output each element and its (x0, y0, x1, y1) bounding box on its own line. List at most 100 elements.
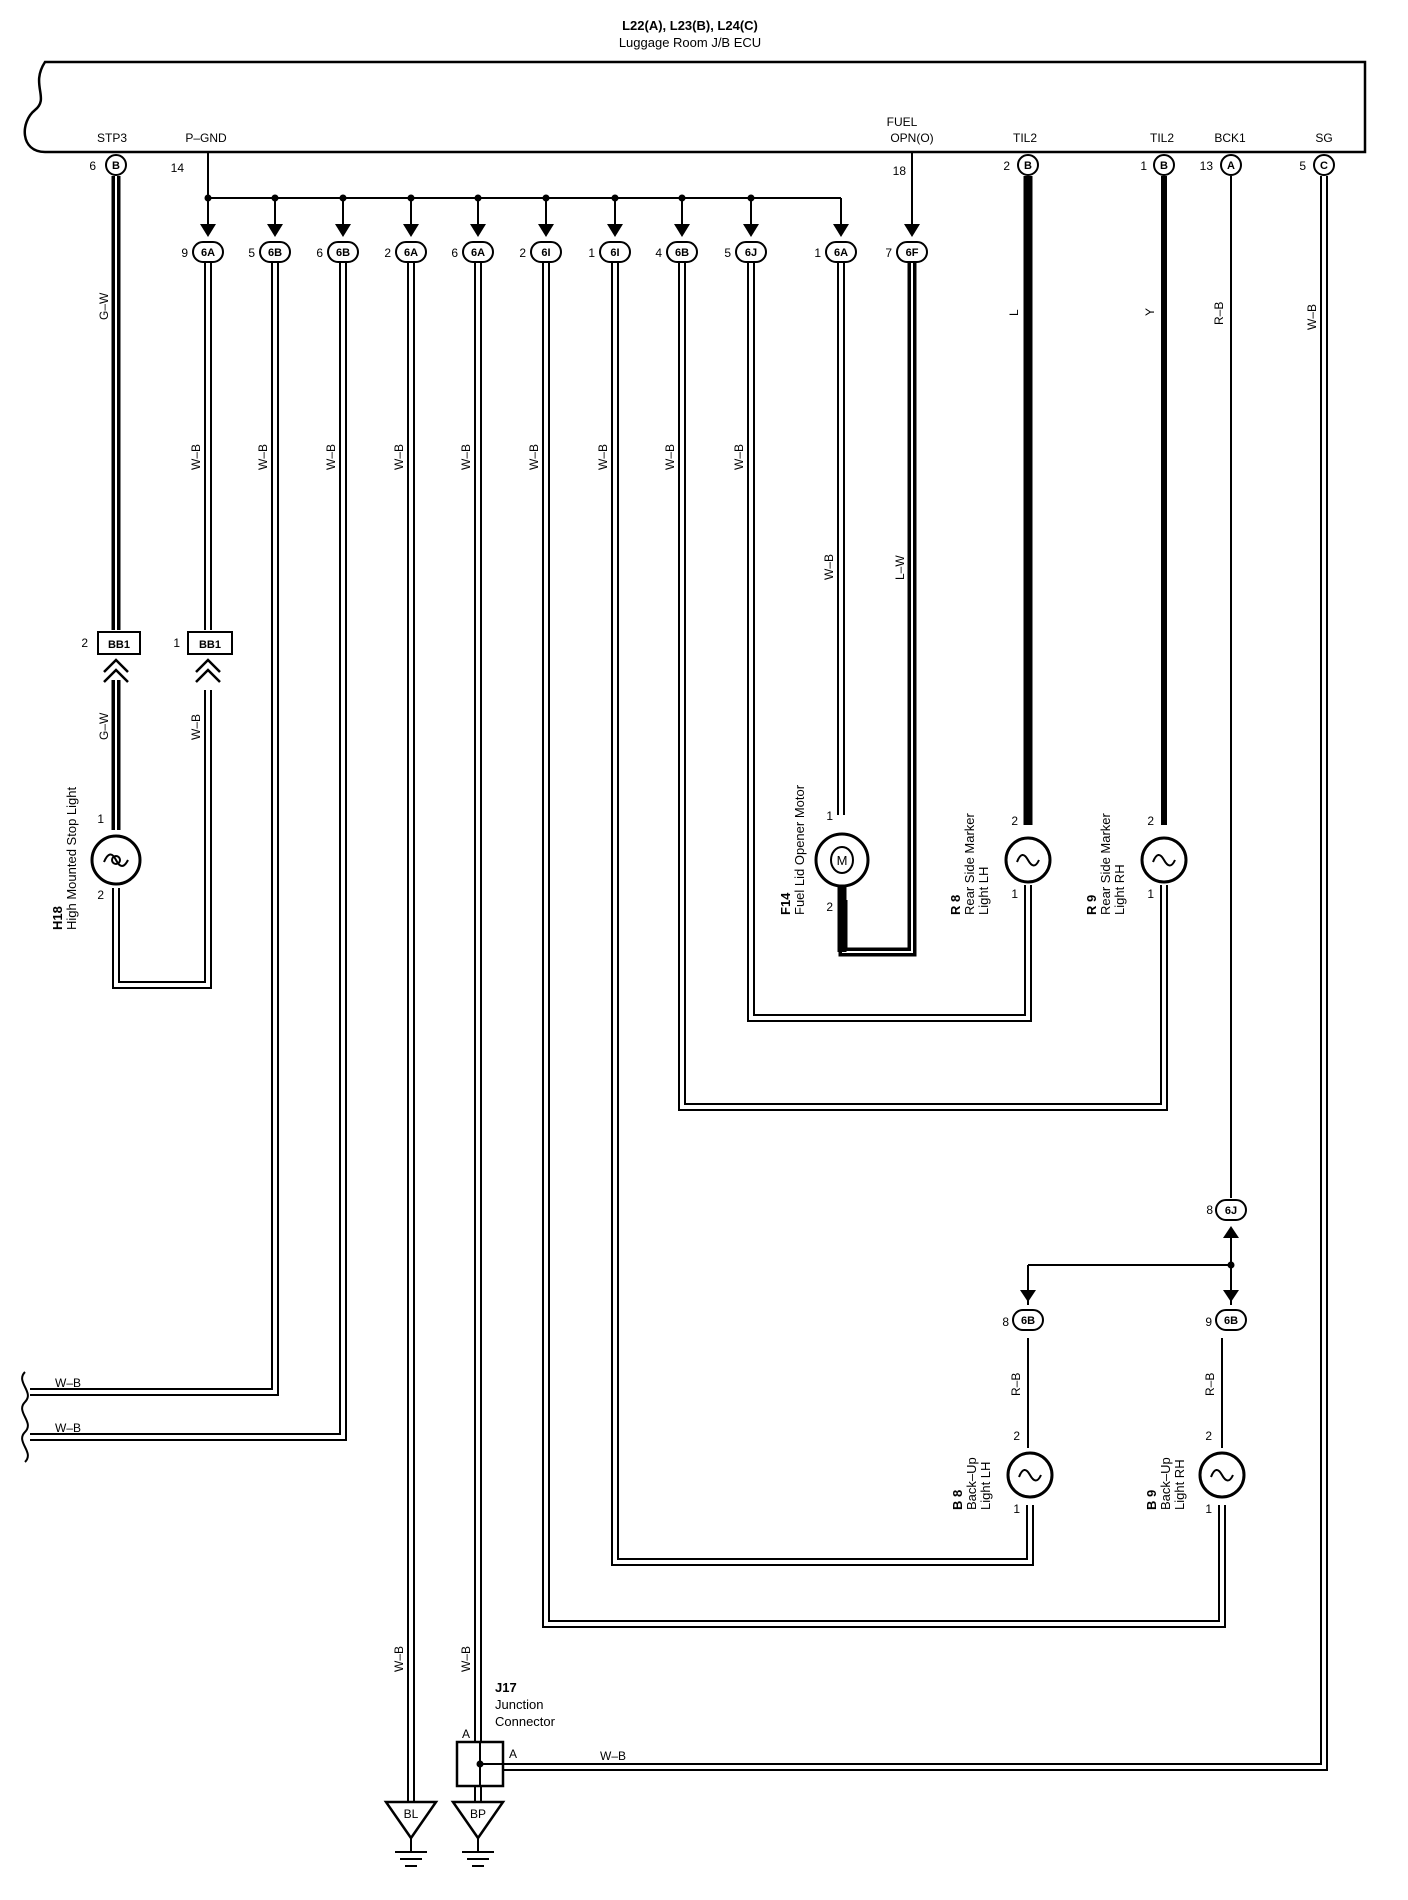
label-wb-left-2: W–B (55, 1421, 81, 1435)
connector-tag: 6A (404, 247, 418, 259)
connector-arrow (833, 224, 849, 237)
connector-arrow (470, 224, 486, 237)
ecu-pin-til2-a: 2 B (1003, 154, 1039, 176)
ecu-pin-sg: 5 C (1299, 154, 1335, 176)
f14-label: F14 Fuel Lid Opener Motor (778, 784, 807, 915)
r9-marker-light: 2 1 (1140, 814, 1188, 901)
connector-body (462, 241, 494, 263)
connector-arrow (538, 224, 554, 237)
b9-id: B 9 (1144, 1490, 1159, 1510)
connector-tag: 6J (745, 247, 757, 259)
r8-pin1: 1 (1011, 887, 1018, 901)
pin-tag: B (1024, 160, 1032, 172)
junction-connector-9: 6A1 (814, 224, 857, 263)
bb1-connector-right: 1 BB1 (173, 631, 233, 683)
b9-backup-light: 2 1 (1198, 1429, 1246, 1516)
j17-pin-a-top: A (462, 1727, 470, 1741)
pin-tag: B (1160, 160, 1168, 172)
ecu-pin-fuel: 18 (893, 164, 907, 178)
connector-arrow (904, 224, 920, 237)
connector-tag: 6B (268, 247, 282, 259)
b8-name-line1: Back–Up (964, 1457, 979, 1510)
connector-tag: BB1 (108, 639, 130, 651)
label-wb-left-1: W–B (55, 1376, 81, 1390)
label-wb-9: W–B (732, 444, 746, 470)
label-lw: L–W (893, 555, 907, 580)
r8-name-line1: Rear Side Marker (962, 812, 977, 915)
connector-tag: BB1 (199, 639, 221, 651)
pgnd-bus (207, 152, 842, 228)
b8-label: B 8 Back–Up Light LH (950, 1457, 993, 1510)
junction-connector-6: 6I1 (588, 224, 631, 263)
connector-pin: 5 (724, 246, 731, 260)
h18-pin2: 2 (97, 888, 104, 902)
r8-name-line2: Light LH (976, 867, 991, 915)
r9-label: R 9 Rear Side Marker Light RH (1084, 812, 1127, 915)
label-wb-bl: W–B (392, 1646, 406, 1672)
connector-tag: 6B (675, 247, 689, 259)
pin-tag: C (1320, 160, 1328, 172)
page-break-mark (21, 1371, 29, 1463)
connector-body (259, 241, 291, 263)
connector-tag: 6F (906, 247, 919, 259)
label-wb-motor: W–B (822, 554, 836, 580)
f14-id: F14 (778, 892, 793, 915)
terminal-til2-b: TIL2 (1150, 131, 1174, 145)
pin-number: 6 (89, 159, 96, 173)
label-wb-5: W–B (459, 444, 473, 470)
connector-6b-right: 9 6B (1205, 1290, 1247, 1331)
pin-tag: A (1227, 160, 1235, 172)
f14-motor: M 1 2 (814, 809, 870, 914)
pin-number: 2 (1003, 159, 1010, 173)
r9-name-line2: Light RH (1112, 864, 1127, 915)
pin-number: 8 (1002, 1315, 1009, 1329)
h18-pin1: 1 (97, 812, 104, 826)
connector-body (896, 241, 928, 263)
connector-tag: 6B (336, 247, 350, 259)
ecu-pin-til2-b: 1 B (1140, 154, 1175, 176)
connector-tag: 6I (541, 247, 550, 259)
terminal-til2-a: TIL2 (1013, 131, 1037, 145)
connector-6b-left: 8 6B (1002, 1290, 1044, 1331)
f14-pin2: 2 (826, 900, 833, 914)
label-gw-bottom: G–W (97, 712, 111, 740)
r8-marker-light: 2 1 (1004, 814, 1052, 901)
j17-pin-a-right: A (509, 1747, 517, 1761)
pin-number: 2 (81, 636, 88, 650)
pin-number: 8 (1206, 1203, 1213, 1217)
connector-body (666, 241, 698, 263)
ecu-pin-stp3: 6 B (89, 154, 127, 176)
junction-connector-4: 6A6 (451, 224, 494, 263)
ecu-box (23, 60, 1367, 154)
b9-label: B 9 Back–Up Light RH (1144, 1457, 1187, 1510)
b8-backup-light: 2 1 (1006, 1429, 1054, 1516)
b9-pin2: 2 (1205, 1429, 1212, 1443)
r9-pin2: 2 (1147, 814, 1154, 828)
connector-pin: 2 (519, 246, 526, 260)
pgnd-bus-dots (204, 194, 755, 202)
connector-tag: 6A (834, 247, 848, 259)
wire-labels: G–W W–B W–B W–B W–B W–B W–B W–B W–B W–B … (55, 292, 1319, 1763)
pin-number: 5 (1299, 159, 1306, 173)
ecu-title: L22(A), L23(B), L24(C) (622, 18, 758, 33)
connector-arrow (267, 224, 283, 237)
b9-name-line1: Back–Up (1158, 1457, 1173, 1510)
ground-tag: BL (404, 1807, 419, 1821)
f14-pin1: 1 (826, 809, 833, 823)
label-wb-2: W–B (256, 444, 270, 470)
label-gw-top: G–W (97, 292, 111, 320)
j17-name-line1: Junction (495, 1697, 543, 1712)
label-wb-4: W–B (392, 444, 406, 470)
junction-connector-5: 6I 2 (519, 224, 562, 263)
connector-tag: 6J (1225, 1205, 1237, 1217)
j17-junction-connector: A A (455, 1727, 517, 1788)
label-l: L (1007, 309, 1021, 316)
label-y: Y (1143, 308, 1157, 316)
junction-dot-bck (1227, 1261, 1235, 1269)
r9-name-line1: Rear Side Marker (1098, 812, 1113, 915)
ecu-pin-pgnd: 14 (171, 161, 185, 175)
wire-group-wb (30, 176, 1328, 1802)
